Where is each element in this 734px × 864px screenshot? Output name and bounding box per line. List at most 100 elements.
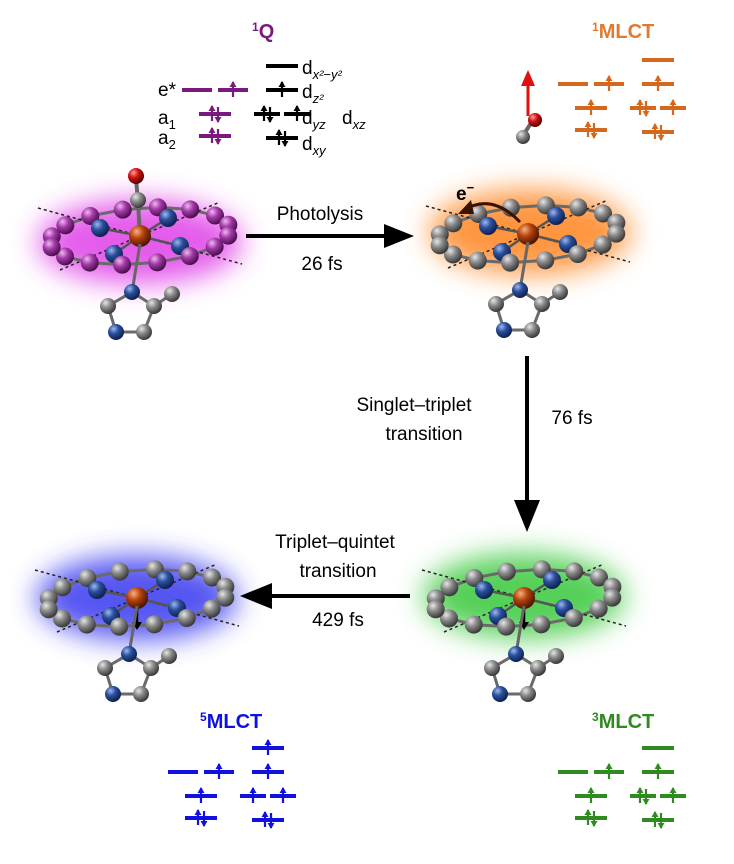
his-carbon-atom [97, 660, 113, 676]
carbon-atom [469, 204, 488, 223]
level-dyz-electron-down-head [642, 799, 650, 805]
level-e-star-2-electron-head [605, 763, 613, 769]
state-1q-name: Q [259, 21, 275, 43]
his-nitrogen-atom [121, 646, 137, 662]
arrow-singlet-triplet [514, 356, 540, 532]
his-nitrogen-atom [105, 686, 121, 702]
level-a1-electron-head [197, 787, 205, 793]
level-a1-electron-head [587, 99, 595, 105]
fe-his-bond [130, 243, 142, 293]
carbon-atom [219, 226, 238, 245]
carbon-atom [444, 214, 463, 233]
label-a1: a1 [158, 108, 176, 132]
level-a2-electron-down-head [200, 821, 208, 827]
carbon-atom [565, 562, 584, 581]
orbital-diagram-5mlct [168, 739, 296, 829]
singlet-triplet-label-1: Singlet–triplet [356, 395, 472, 416]
state-3mlct-name: MLCT [599, 711, 655, 733]
his-nitrogen-atom [512, 282, 528, 298]
carbon-atom [202, 599, 221, 618]
his-carbon-atom [520, 686, 536, 702]
carbon-atom [594, 204, 613, 223]
carbon-atom [148, 253, 167, 272]
carbon-atom [532, 615, 551, 634]
label-dx2y2: dx²−y² [302, 58, 342, 82]
state-5mlct-name: MLCT [207, 711, 263, 733]
level-a1-electron-down-head [214, 117, 222, 123]
his-carbon-atom [146, 298, 162, 314]
axis-dash [34, 569, 240, 627]
carbon-atom [203, 568, 222, 587]
nitrogen-atom [479, 217, 497, 235]
label-dz2: dz² [302, 82, 324, 106]
level-dyz-electron-up-head [636, 787, 644, 793]
carbon-atom [590, 568, 609, 587]
state-1mlct-sup: 1 [592, 20, 599, 34]
level-e-star-2-occ-electron-head [229, 81, 237, 87]
level-dxy-electron-down-head [281, 141, 289, 147]
level-dyz-electron-up-head [260, 105, 268, 111]
fe-his-bond [514, 605, 526, 655]
level-dxy-electron-up-head [651, 811, 659, 817]
carbon-atom [607, 224, 626, 243]
fe-his-bond [127, 605, 139, 655]
his-carbon-atom [488, 296, 504, 312]
carbon-atom [39, 600, 58, 619]
electron-label: e− [456, 180, 475, 205]
state-1q-sup: 1 [252, 20, 259, 34]
carbon-atom [443, 245, 462, 264]
carbon-atom [80, 253, 99, 272]
level-dz2-electron-head [654, 75, 662, 81]
carbon-atom [42, 238, 61, 257]
level-dyz-electron-down-head [642, 111, 650, 117]
triplet-quintet-label-1: Triplet–quintet [275, 532, 395, 553]
carbon-atom [205, 237, 224, 256]
arrow-triplet-quintet [240, 583, 410, 609]
orbital-labels-d: dx²−y² dz² dyz dxz dxy [302, 58, 366, 158]
level-a1-electron-head [587, 787, 595, 793]
state-1mlct-name: MLCT [599, 21, 655, 43]
triplet-quintet-time: 429 fs [312, 610, 364, 631]
level-a2-electron-down-head [590, 821, 598, 827]
label-dxy: dxy [302, 134, 327, 158]
carbon-atom [53, 578, 72, 597]
state-5mlct-sup: 5 [200, 710, 207, 724]
his-carbon-atom [484, 660, 500, 676]
carbon-atom [110, 562, 129, 581]
level-dyz-electron-down-head [266, 117, 274, 123]
level-a2-electron-up-head [194, 809, 202, 815]
molecule-5mlct [34, 560, 240, 702]
axis-dash [37, 207, 243, 265]
carbon-atom [78, 568, 97, 587]
carbon-atom [77, 615, 96, 634]
level-a2-electron-up-head [584, 809, 592, 815]
iron-atom [129, 225, 151, 247]
his-carbon-atom [548, 648, 564, 664]
label-a2: a2 [158, 128, 176, 152]
level-dxy-electron-down-head [267, 823, 275, 829]
carbon-atom [564, 609, 583, 628]
level-a2-electron-down-head [590, 133, 598, 139]
carbon-atom [216, 588, 235, 607]
triplet-quintet-label-2: transition [299, 561, 376, 582]
carbon-atom [52, 609, 71, 628]
label-e-star: e* [158, 80, 177, 101]
level-e-star-2-electron-head [215, 763, 223, 769]
state-label-1q: 1Q [252, 20, 274, 43]
carbon-atom [426, 600, 445, 619]
molecule-1mlct [425, 196, 631, 338]
co-oxygen-atom [128, 168, 144, 184]
his-carbon-atom [133, 686, 149, 702]
co-carbon-atom [130, 192, 146, 208]
iron-atom [126, 587, 148, 609]
carbon-atom [468, 251, 487, 270]
level-dxz-electron-head [279, 787, 287, 793]
molecule-3mlct [421, 560, 627, 702]
level-dxz-electron-head [293, 105, 301, 111]
nitrogen-atom [156, 571, 174, 589]
carbon-atom [497, 617, 516, 636]
level-dxy-electron-up-head [261, 811, 269, 817]
level-dxy-electron-up-head [651, 123, 659, 129]
carbon-atom [440, 578, 459, 597]
